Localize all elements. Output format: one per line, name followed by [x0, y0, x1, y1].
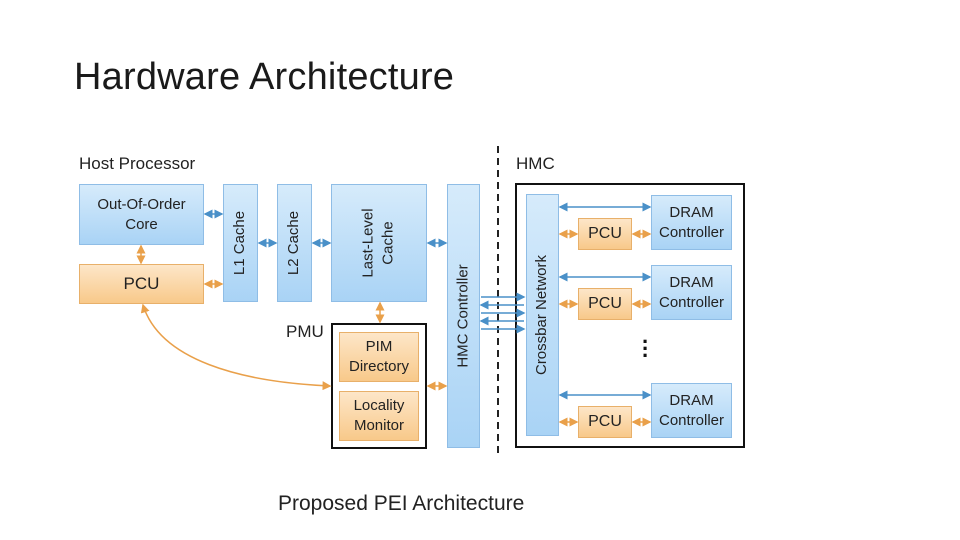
- hmc-controller-label: HMC Controller: [454, 264, 472, 368]
- dram-line2: Controller: [658, 293, 725, 311]
- llc-line2: Cache: [380, 221, 397, 265]
- vault-pcu-label: PCU: [588, 413, 622, 430]
- llc-line1: Last-Level: [360, 208, 377, 278]
- ooo-core-line1: Out-Of-Order: [97, 195, 186, 213]
- vault-pcu-block: PCU: [578, 288, 632, 320]
- dram-line1: DRAM: [669, 203, 714, 221]
- dram-controller-block: DRAM Controller: [651, 383, 732, 438]
- l1-cache-block: L1 Cache: [223, 184, 258, 302]
- vertical-ellipsis-icon: ···: [642, 329, 650, 368]
- hmc-frame: [515, 183, 745, 448]
- pmu-label: PMU: [286, 322, 324, 341]
- page-title: Hardware Architecture: [74, 56, 455, 98]
- dram-line1: DRAM: [669, 273, 714, 291]
- link-pcu-pmu: [140, 303, 332, 391]
- dram-line2: Controller: [658, 411, 725, 429]
- host-pcu-label: PCU: [123, 274, 160, 293]
- crossbar-network-block: Crossbar Network: [526, 194, 559, 436]
- dram-line2: Controller: [658, 223, 725, 241]
- pim-line1: PIM: [365, 338, 393, 355]
- ooo-core-line2: Core: [125, 215, 158, 233]
- vault-pcu-label: PCU: [588, 225, 622, 242]
- hmc-label: HMC: [516, 154, 555, 173]
- l2-cache-label: L2 Cache: [285, 210, 303, 276]
- l2-cache-block: L2 Cache: [277, 184, 312, 302]
- pim-line2: Directory: [348, 358, 409, 375]
- pim-directory-block: PIM Directory: [339, 332, 419, 382]
- figure-caption: Proposed PEI Architecture: [278, 492, 525, 515]
- dram-controller-block: DRAM Controller: [651, 265, 732, 320]
- dram-controller-block: DRAM Controller: [651, 195, 732, 250]
- crossbar-network-label: Crossbar Network: [533, 254, 551, 376]
- vault-pcu-block: PCU: [578, 406, 632, 438]
- hmc-controller-block: HMC Controller: [447, 184, 480, 448]
- dram-line1: DRAM: [669, 391, 714, 409]
- locality-line1: Locality: [353, 397, 405, 414]
- vault-pcu-label: PCU: [588, 295, 622, 312]
- l1-cache-label: L1 Cache: [231, 210, 249, 276]
- locality-line2: Monitor: [353, 417, 404, 434]
- vault-pcu-block: PCU: [578, 218, 632, 250]
- pmu-frame: [331, 323, 427, 449]
- host-pcu-block: PCU: [79, 264, 204, 304]
- host-processor-label: Host Processor: [79, 154, 196, 173]
